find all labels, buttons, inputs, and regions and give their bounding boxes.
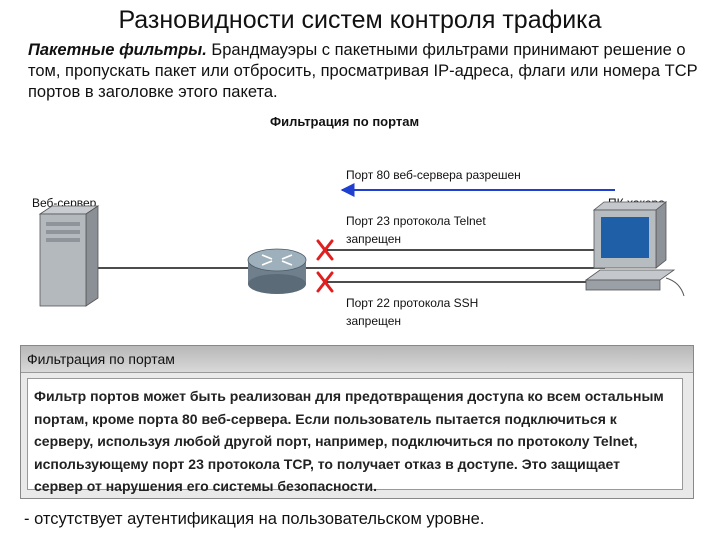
- flow-port22-label-line1: Порт 22 протокола SSH: [346, 296, 479, 310]
- info-panel-body: Фильтр портов может быть реализован для …: [27, 378, 683, 494]
- intro-paragraph: Пакетные фильтры. Брандмауэры с пакетным…: [28, 40, 698, 103]
- flow-port23-label-line2: запрещен: [346, 232, 402, 246]
- deny-x-icon-2: [316, 271, 334, 293]
- intro-lead: Пакетные фильтры.: [28, 41, 207, 59]
- diagram-title: Фильтрация по портам: [270, 114, 420, 129]
- flow-port22-label-line2: запрещен: [346, 314, 402, 328]
- info-line: серверу, используя любой другой порт, на…: [34, 433, 638, 449]
- footer-note: - отсутствует аутентификация на пользова…: [24, 510, 485, 528]
- router-icon: [247, 248, 307, 294]
- info-panel: Фильтрация по портам Фильтр портов может…: [20, 345, 694, 499]
- diagram-graphics: [38, 183, 685, 307]
- info-line: портам, кроме порта 80 веб-сервера. Если…: [34, 410, 617, 427]
- slide-title: Разновидности систем контроля трафика: [118, 6, 602, 34]
- web-server-icon: [38, 205, 100, 307]
- hacker-pc-icon: [584, 201, 685, 297]
- flow-port23-label-line1: Порт 23 протокола Telnet: [346, 214, 486, 228]
- deny-x-icon-1: [316, 239, 334, 261]
- flow-port80-label: Порт 80 веб-сервера разрешен: [346, 168, 521, 182]
- info-panel-header: Фильтрация по портам: [21, 346, 693, 373]
- info-line: сервер от нарушения его системы безопасн…: [34, 478, 377, 494]
- info-line: Фильтр портов может быть реализован для …: [34, 388, 664, 404]
- info-line: использующему порт 23 протокола TCP, то …: [34, 455, 620, 472]
- port-filtering-diagram: Фильтрация по портам Веб-сервер ПК хакер…: [20, 110, 710, 340]
- intro-text: Брандмауэры с пакетными фильтрами приним…: [28, 41, 698, 101]
